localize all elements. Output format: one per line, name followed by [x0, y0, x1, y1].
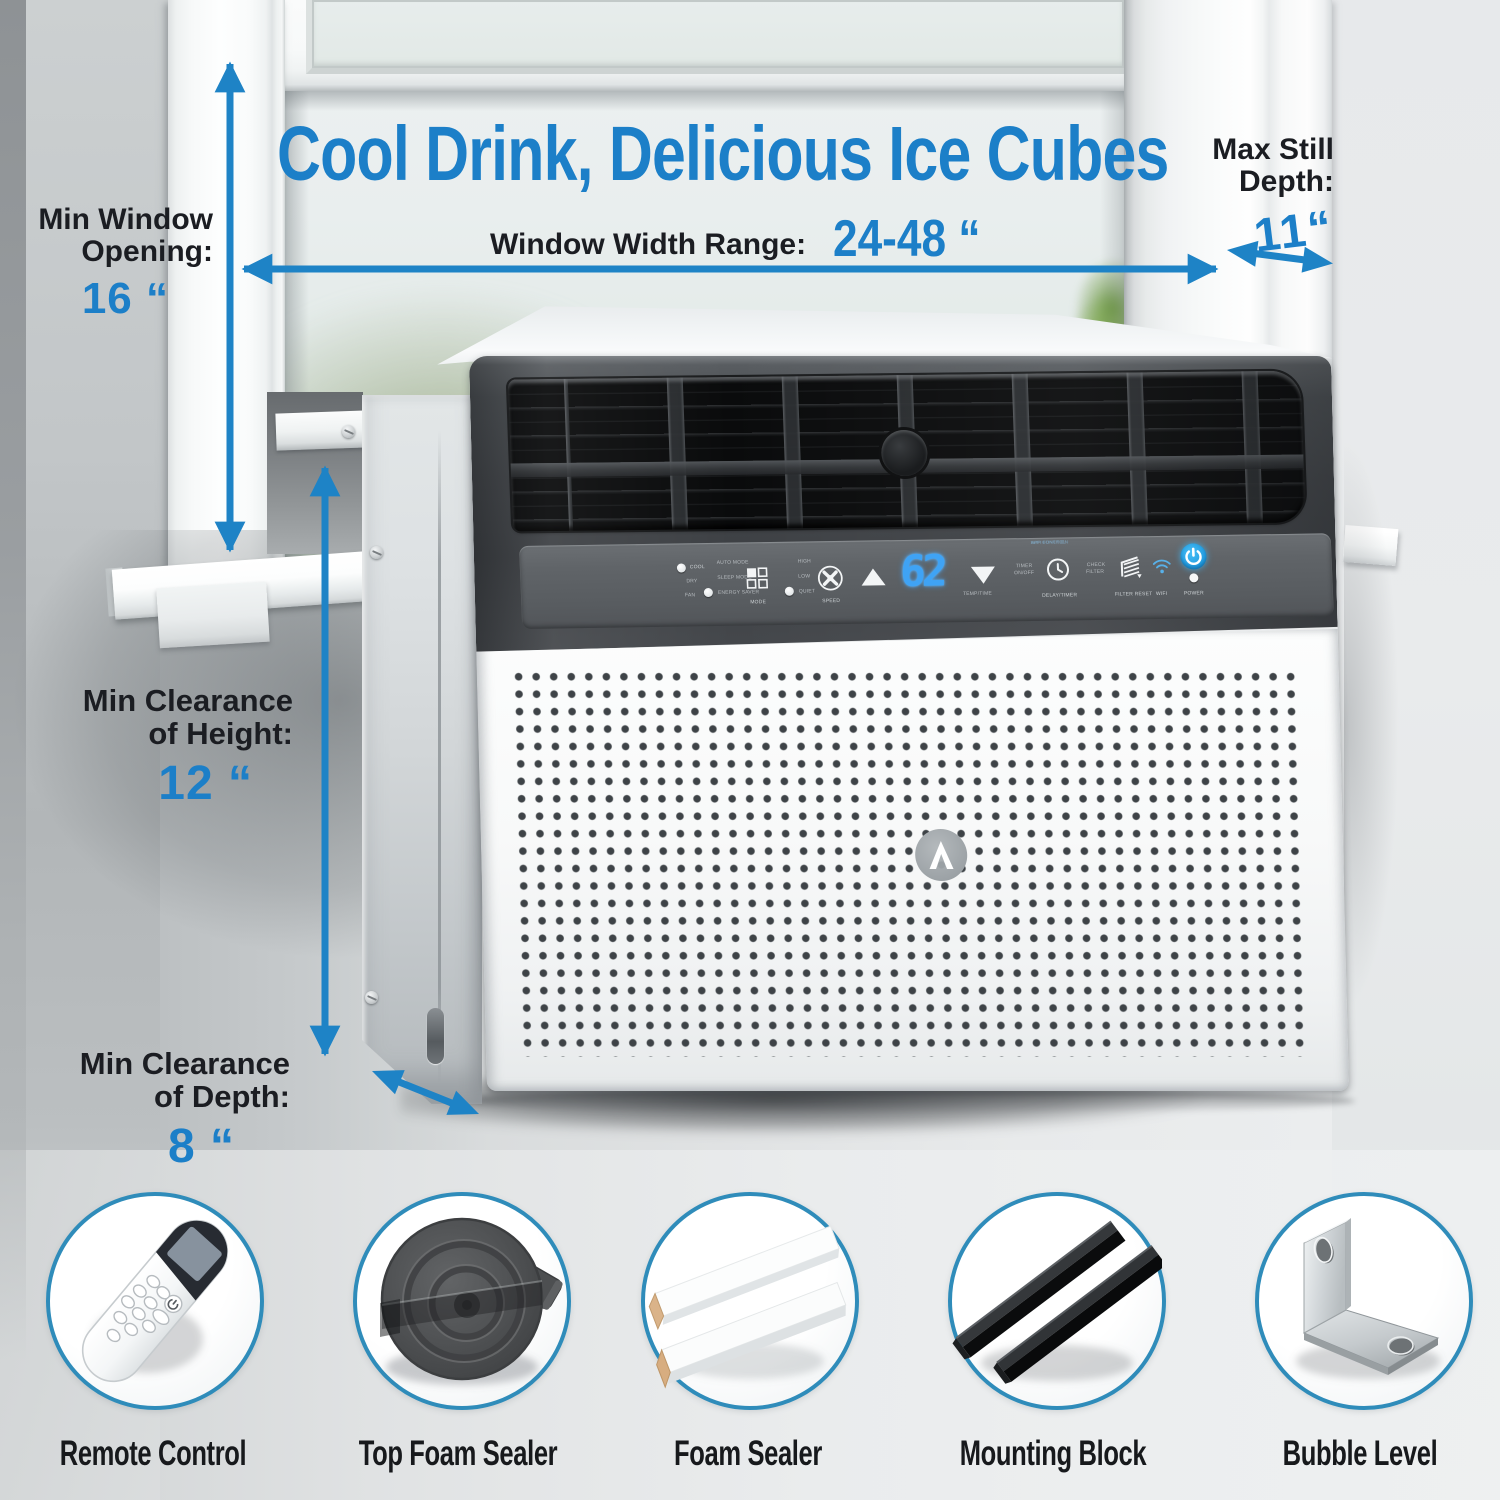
ac-side-panel — [362, 395, 482, 1104]
annotation-value: 8 “ — [167, 1119, 235, 1173]
control-panel: COOL DRY FAN AUTO MODE SLEEP MODE ENERGY… — [518, 533, 1334, 629]
speed-button-icon[interactable] — [817, 565, 844, 591]
window-sash-pane — [306, 0, 1130, 74]
annotation-value: 16 “ — [81, 273, 169, 323]
ac-front-face: COOL DRY FAN AUTO MODE SLEEP MODE ENERGY… — [469, 356, 1349, 1091]
arrow-min-clearance-depth — [372, 1070, 479, 1115]
foam-roll — [380, 1217, 563, 1381]
annotation-line: Depth: — [1239, 164, 1334, 198]
annotation-window-width-label: Window Width Range: — [490, 228, 807, 261]
accessory-remote-control — [46, 1192, 264, 1410]
annotation-value: 12 “ — [158, 756, 253, 810]
annotation-line: Opening: — [81, 234, 213, 268]
accessory-label-mounting-block: Mounting Block — [959, 1434, 1147, 1473]
wifi-icon[interactable] — [1152, 558, 1173, 576]
annotation-line: Max Still — [1212, 133, 1334, 166]
annotation-line: of Depth: — [153, 1078, 290, 1114]
annotation-window-width-value: 24-48 “ — [833, 210, 981, 268]
ac-side-crease — [438, 430, 441, 1085]
ac-side-notch — [427, 1008, 444, 1064]
annotation-line: Min Window — [38, 203, 213, 236]
screw — [370, 546, 383, 559]
power-icon — [1185, 547, 1202, 566]
accessory-bubble-level — [1255, 1192, 1473, 1410]
annotation-max-still-depth: Max Still Depth: — [1140, 134, 1334, 198]
unit-right-shadow — [1344, 360, 1424, 1120]
accessory-top-foam-sealer — [353, 1192, 571, 1410]
accessory-mounting-block — [948, 1192, 1167, 1410]
bubble-level-image — [1296, 1218, 1440, 1379]
accessory-label-foam-sealer: Foam Sealer — [674, 1434, 822, 1473]
window-sash-rail — [266, 0, 1130, 91]
annotation-line: Min Clearance — [79, 1046, 290, 1081]
wall-corner-strip — [0, 0, 26, 1360]
mode-button-icon[interactable] — [746, 567, 769, 589]
remote-body — [81, 1219, 229, 1383]
accessory-foam-sealer — [641, 1192, 859, 1410]
corner-bracket — [1302, 1218, 1440, 1375]
annotation-min-clearance-depth: Min Clearance of Depth: 8 “ — [35, 1046, 290, 1173]
mounting-block-image — [952, 1220, 1167, 1384]
annotation-min-window-opening: Min Window Opening: 16 “ — [0, 204, 213, 322]
accessory-label-bubble-level: Bubble Level — [1282, 1434, 1438, 1473]
annotation-line: of Height: — [148, 715, 293, 751]
brand-logo — [915, 829, 968, 881]
annotation-line: Min Clearance — [82, 683, 293, 718]
screw — [365, 991, 378, 1004]
accessory-label-remote-control: Remote Control — [59, 1434, 247, 1473]
power-button[interactable] — [1179, 543, 1208, 570]
top-foam-sealer-image — [380, 1217, 563, 1385]
foam-sealer-image — [648, 1225, 847, 1389]
accessory-label-top-foam-sealer: Top Foam Sealer — [358, 1434, 558, 1473]
unit-shadow-core — [455, 1088, 1355, 1114]
remote-control-image — [81, 1219, 229, 1383]
ac-perforated-panel — [476, 629, 1349, 1091]
sash-shadow — [283, 91, 1126, 111]
filter-reset-button-icon[interactable] — [1117, 554, 1144, 582]
headline: Cool Drink, Delicious Ice Cubes — [277, 111, 1169, 197]
screw — [342, 425, 355, 438]
mounting-rails — [952, 1220, 1167, 1384]
foam-strips — [648, 1225, 847, 1389]
arrow-max-still-depth — [1227, 240, 1333, 273]
annotation-max-still-depth-value: 11“ — [1251, 199, 1337, 262]
delay-timer-button-icon[interactable] — [1046, 557, 1071, 581]
annotation-min-clearance-height: Min Clearance of Height: 12 “ — [40, 683, 293, 810]
brand-logo-icon — [915, 829, 968, 881]
